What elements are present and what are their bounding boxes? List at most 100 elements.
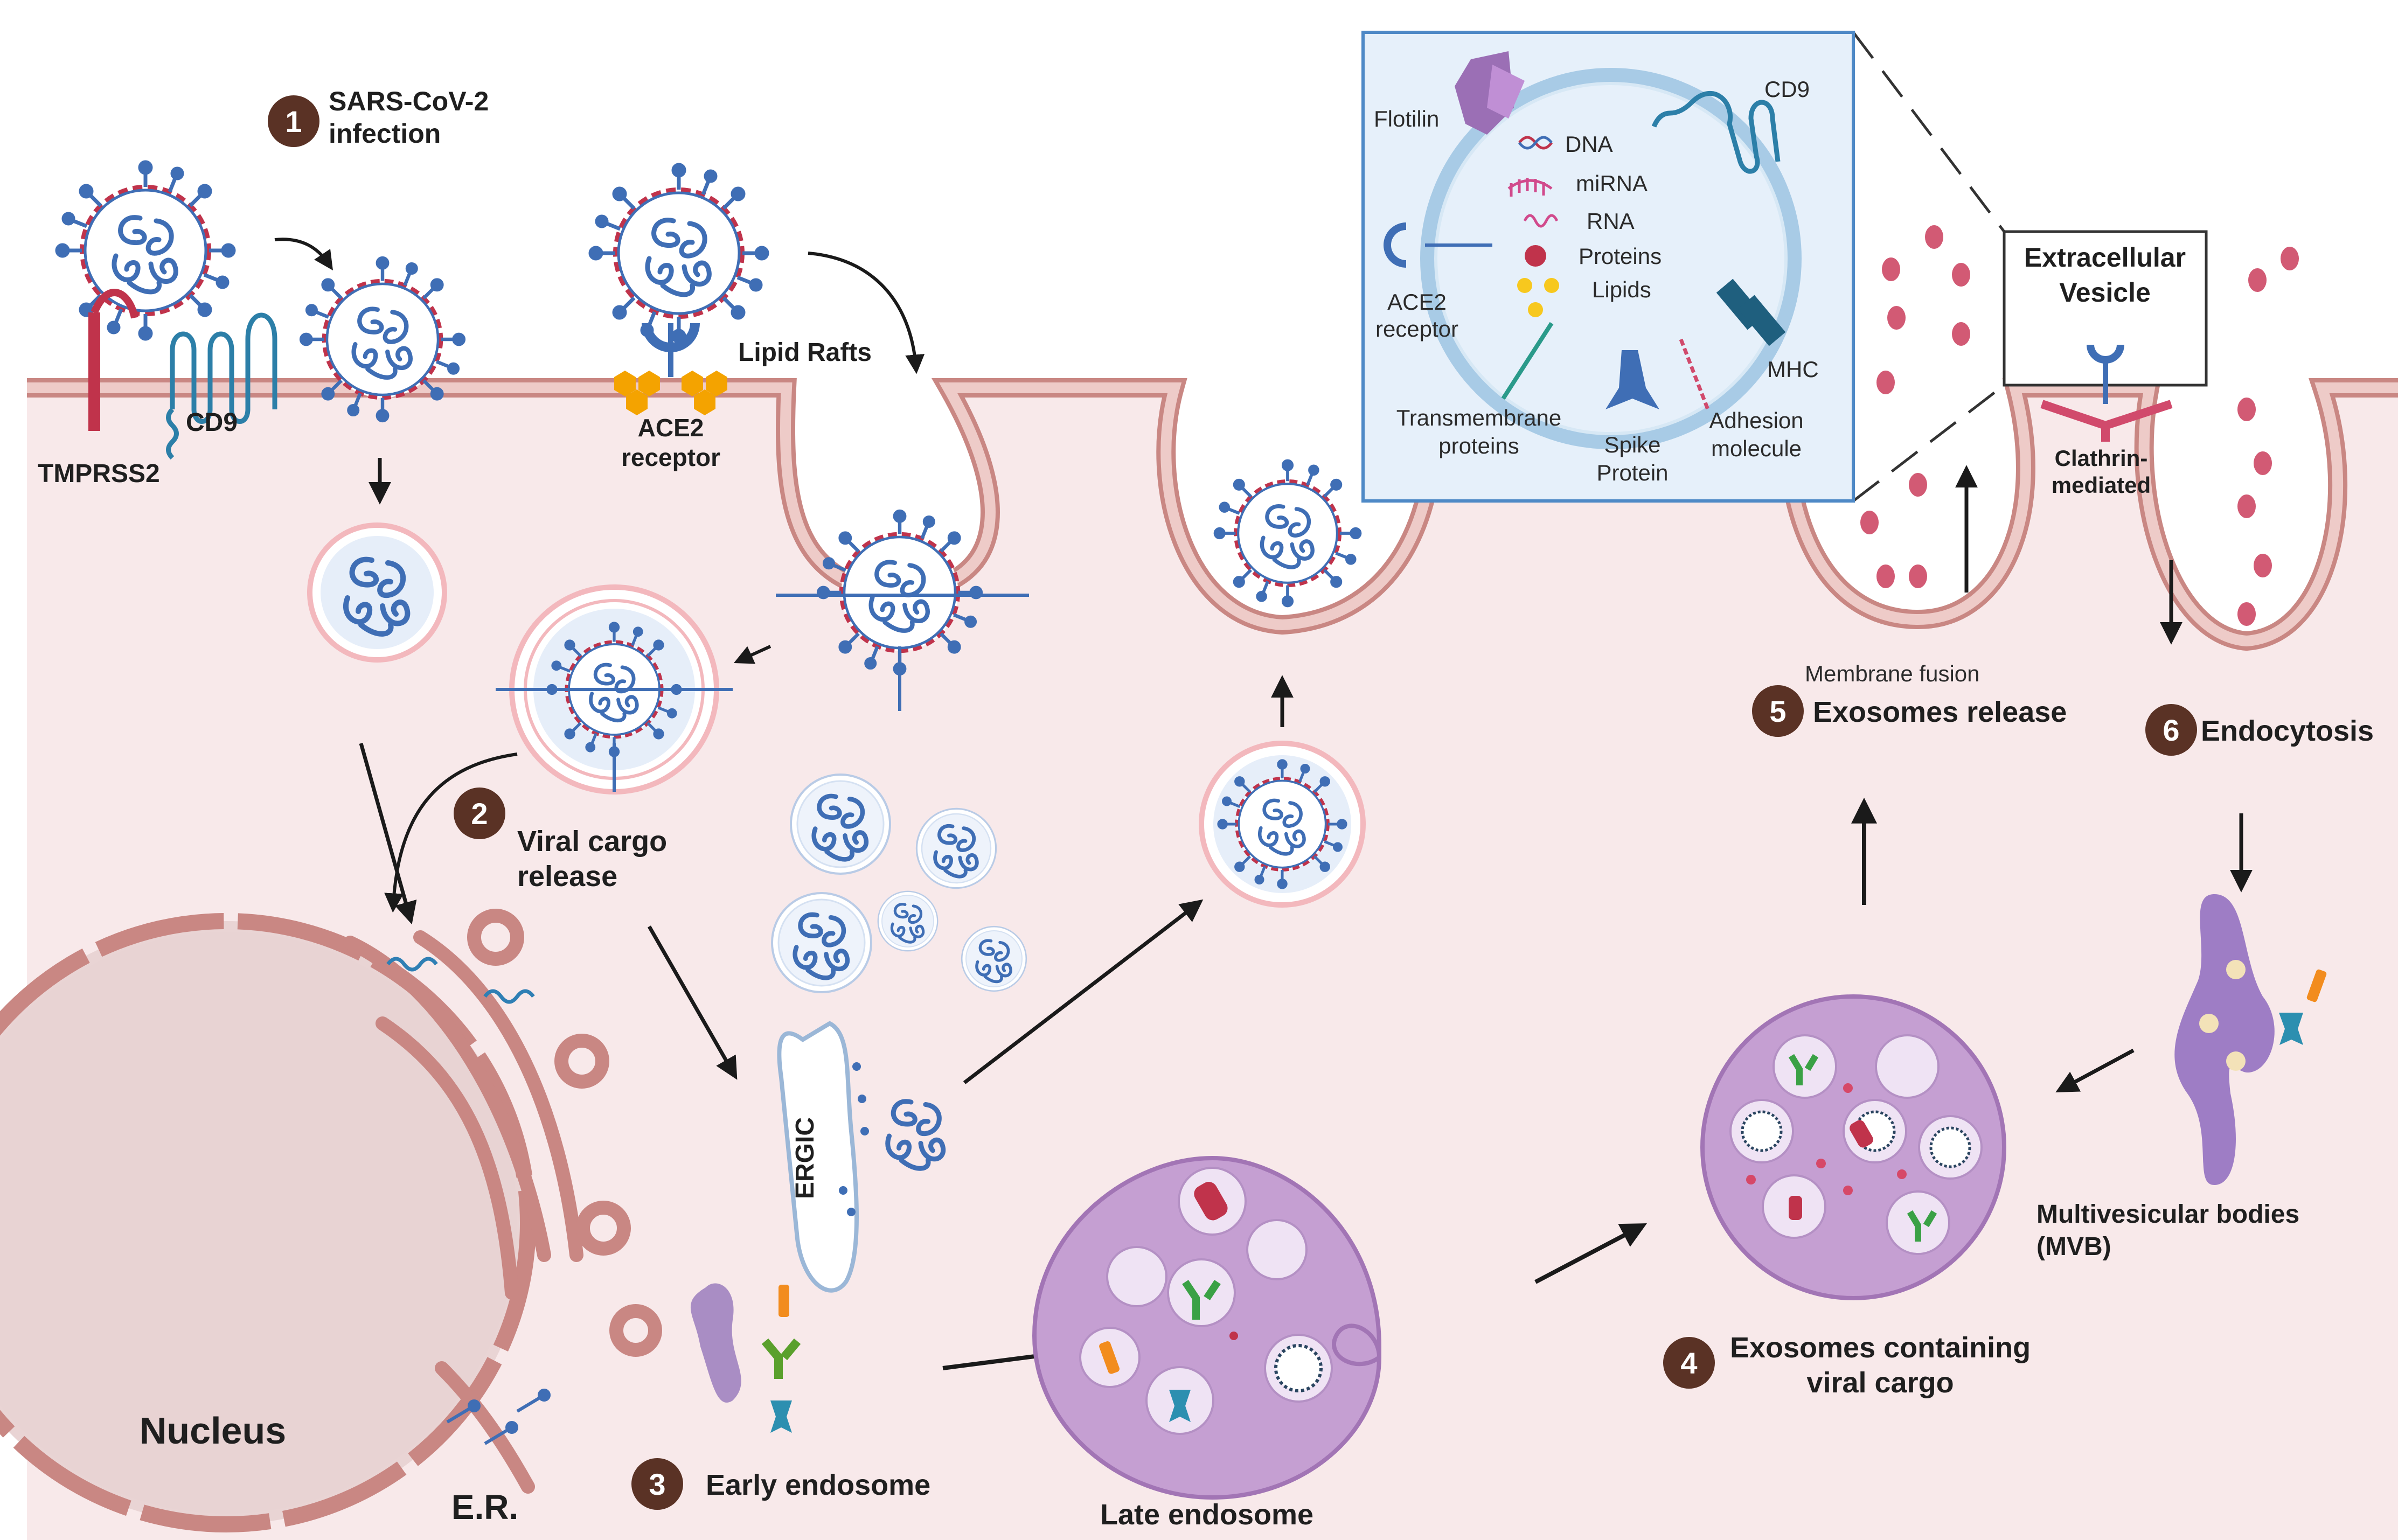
step-4-line1: Exosomes containing — [1730, 1332, 2031, 1364]
virus-endosome — [496, 584, 733, 795]
clathrin-receptor — [2040, 344, 2173, 442]
ergic-label: ERGIC — [791, 1117, 819, 1199]
virus-particle — [57, 162, 234, 339]
mvb-exosomes — [1700, 994, 2006, 1300]
tmprss2-label: TMPRSS2 — [38, 459, 160, 488]
early-endosome-cargo — [690, 1283, 801, 1433]
flotilin-icon — [1455, 51, 1525, 135]
step-5-badge: 5 — [1752, 685, 1804, 737]
lipids-icon — [1517, 278, 1559, 317]
step-4-line2: viral cargo — [1806, 1367, 1954, 1399]
adhesion-line1: Adhesion — [1709, 408, 1803, 433]
svg-text:2: 2 — [471, 797, 488, 831]
extracellular-vesicle-line2: Vesicle — [2059, 277, 2151, 308]
svg-text:5: 5 — [1769, 694, 1786, 728]
lipid-rafts-label: Lipid Rafts — [738, 338, 872, 367]
arrow — [274, 238, 333, 270]
late-endosome-label: Late endosome — [1100, 1499, 1313, 1531]
arrow — [733, 645, 771, 664]
endoplasmic-reticulum — [343, 909, 662, 1494]
svg-text:1: 1 — [285, 104, 302, 138]
mvb-label-line1: Multivesicular bodies — [2036, 1200, 2299, 1229]
nucleus-label: Nucleus — [140, 1410, 286, 1452]
step-2-badge: 2 — [454, 788, 505, 839]
viral-vesicle — [962, 926, 1026, 991]
dna-icon — [1518, 136, 1553, 150]
flotilin-label: Flotilin — [1374, 106, 1439, 131]
svg-text:4: 4 — [1680, 1346, 1697, 1380]
virus-transport-vesicle — [1199, 741, 1366, 908]
step-3-label: Early endosome — [706, 1469, 930, 1501]
spike-protein-icon — [1605, 350, 1659, 409]
step-2-line2: release — [517, 860, 617, 893]
lipid-rafts — [614, 371, 727, 415]
membrane-fusion-label: Membrane fusion — [1805, 661, 1980, 686]
step-2-line1: Viral cargo — [517, 825, 667, 858]
spike-line1: Spike — [1604, 432, 1660, 457]
step-6-badge: 6 — [2145, 704, 2197, 756]
spike-line2: Protein — [1596, 460, 1668, 485]
viral-vesicle — [878, 891, 937, 951]
inset-zoom-lines — [1852, 31, 2005, 502]
proteins-label: Proteins — [1579, 243, 1662, 269]
step-1-badge: 1 — [268, 95, 319, 147]
inset-ace2-line1: ACE2 — [1387, 289, 1447, 315]
adhesion-molecule-icon — [1679, 338, 1710, 410]
step-4-badge: 4 — [1663, 1337, 1715, 1389]
mhc-label: MHC — [1767, 357, 1819, 382]
mhc-icon — [1716, 278, 1786, 346]
arrow — [359, 743, 417, 925]
cd9-icon — [1651, 90, 1781, 174]
transmembrane-icon — [1501, 322, 1554, 400]
adhesion-line2: molecule — [1711, 436, 1802, 461]
mirna-icon — [1507, 178, 1553, 197]
svg-text:6: 6 — [2163, 713, 2179, 747]
dna-label: DNA — [1565, 131, 1613, 157]
viral-vesicle — [916, 809, 996, 888]
mirna-label: miRNA — [1576, 171, 1648, 196]
inset-ace2-line2: receptor — [1375, 316, 1458, 342]
virus-budding — [1215, 461, 1360, 606]
er-label: E.R. — [451, 1488, 518, 1527]
er-ribosomes — [446, 1389, 551, 1445]
transmembrane-line1: Transmembrane — [1396, 405, 1562, 430]
late-endosome — [1032, 1155, 1382, 1500]
tmprss2-protein — [88, 289, 138, 431]
rna-icon — [1523, 214, 1559, 228]
arrow — [1534, 1223, 1647, 1284]
step-3-badge: 3 — [631, 1458, 683, 1510]
transmembrane-line2: proteins — [1438, 433, 1519, 458]
step-1-line1: SARS-CoV-2 — [329, 86, 489, 116]
step-1-line2: infection — [329, 119, 441, 149]
lipids-label: Lipids — [1592, 277, 1651, 302]
arrow — [963, 899, 1204, 1084]
cd9-protein — [166, 312, 277, 460]
arrow — [808, 252, 925, 374]
recipient-vesicle — [2174, 894, 2327, 1185]
svg-text:3: 3 — [649, 1467, 665, 1501]
mvb-label-line2: (MVB) — [2036, 1232, 2111, 1261]
ergic-compartment — [777, 1021, 859, 1293]
step-6-label: Endocytosis — [2201, 715, 2374, 747]
clathrin-line1: Clathrin- — [2055, 445, 2148, 471]
extracellular-vesicle-line1: Extracellular — [2024, 242, 2186, 273]
arrow — [2055, 1048, 2135, 1092]
cd9-label: CD9 — [186, 408, 238, 437]
nucleus — [0, 913, 536, 1532]
er-rna-strands — [386, 957, 535, 1004]
virus-particle — [590, 165, 767, 342]
clathrin-line2: mediated — [2052, 472, 2151, 498]
ergic-spikes — [839, 1062, 869, 1216]
endocytic-vesicle — [307, 522, 447, 663]
inset-ace2-icon — [1384, 222, 1492, 268]
viral-vesicle — [772, 893, 871, 992]
rna-label: RNA — [1587, 208, 1635, 234]
step-5-label: Exosomes release — [1813, 696, 2067, 728]
virus-particle — [301, 258, 464, 421]
viral-vesicle — [791, 775, 890, 874]
ace2-label-line2: receptor — [621, 443, 720, 471]
ace2-receptor — [642, 323, 700, 377]
arrow — [384, 752, 518, 913]
arrow — [647, 925, 738, 1080]
